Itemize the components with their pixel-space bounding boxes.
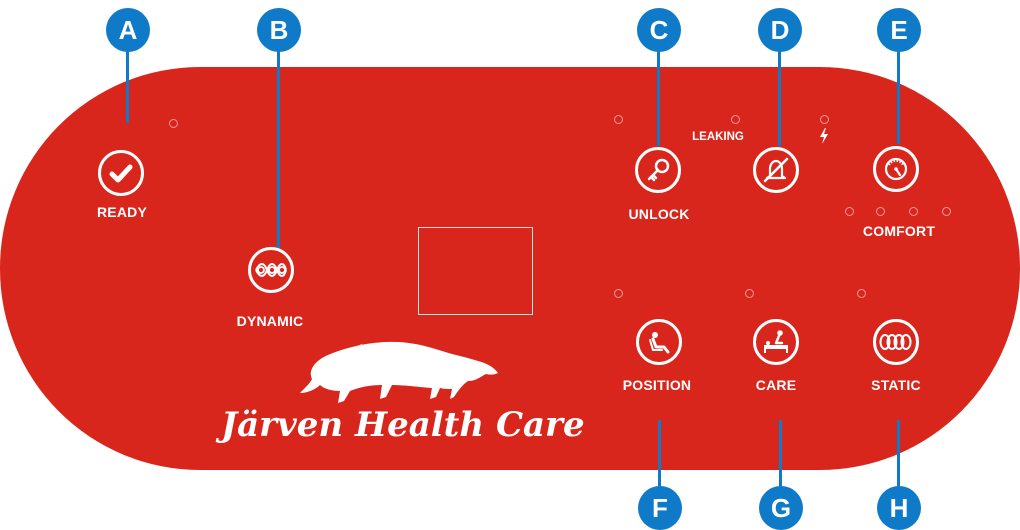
ready-label: READY — [96, 204, 148, 220]
wolverine-logo — [300, 341, 498, 403]
checkmark-icon — [109, 164, 133, 183]
dynamic-cells-icon — [255, 263, 287, 277]
leaking-led — [731, 115, 740, 124]
key-icon — [647, 158, 670, 182]
comfort-label: COMFORT — [862, 223, 936, 239]
callout-leader-e — [897, 48, 900, 144]
static-cells-icon — [879, 334, 912, 350]
static-label: STATIC — [871, 377, 921, 393]
callout-leader-c — [657, 48, 660, 146]
lightning-icon — [819, 128, 829, 149]
care-label: CARE — [755, 377, 797, 393]
callout-b: B — [257, 8, 301, 52]
callout-h: H — [877, 486, 921, 530]
unlock-led — [614, 115, 623, 124]
brand-name: Järven Health Care — [221, 405, 585, 445]
static-led — [857, 289, 866, 298]
care-button[interactable] — [753, 319, 799, 365]
seated-person-icon — [649, 332, 670, 354]
control-panel — [0, 67, 1020, 470]
callout-g: G — [759, 486, 803, 530]
callout-leader-d — [778, 48, 781, 146]
comfort-button[interactable] — [873, 146, 919, 192]
comfort-led-1 — [845, 207, 854, 216]
comfort-led-2 — [876, 207, 885, 216]
care-led — [745, 289, 754, 298]
callout-leader-a — [126, 48, 129, 123]
dial-icon — [884, 157, 908, 181]
unlock-button[interactable] — [635, 147, 681, 193]
callout-leader-g — [779, 420, 782, 490]
muted-bell-icon — [763, 157, 789, 183]
callout-leader-h — [897, 420, 900, 490]
comfort-led-3 — [909, 207, 918, 216]
position-label: POSITION — [622, 377, 692, 393]
alarm-mute-button[interactable] — [753, 147, 799, 193]
dynamic-button[interactable] — [248, 247, 294, 293]
callout-d: D — [758, 8, 802, 52]
callout-a: A — [106, 8, 150, 52]
position-button[interactable] — [636, 319, 682, 365]
ready-led — [169, 119, 178, 128]
unlock-label: UNLOCK — [628, 206, 690, 222]
patient-in-bed-icon — [764, 330, 788, 353]
leaking-label: LEAKING — [692, 131, 744, 143]
ready-button[interactable] — [98, 150, 144, 196]
position-led — [614, 289, 623, 298]
dynamic-label: DYNAMIC — [236, 313, 304, 329]
comfort-led-4 — [942, 207, 951, 216]
callout-c: C — [637, 8, 681, 52]
status-display — [418, 227, 533, 315]
callout-leader-b — [277, 48, 280, 248]
power-led — [820, 115, 829, 124]
callout-f: F — [638, 486, 682, 530]
static-button[interactable] — [873, 319, 919, 365]
callout-leader-f — [658, 420, 661, 490]
callout-e: E — [877, 8, 921, 52]
